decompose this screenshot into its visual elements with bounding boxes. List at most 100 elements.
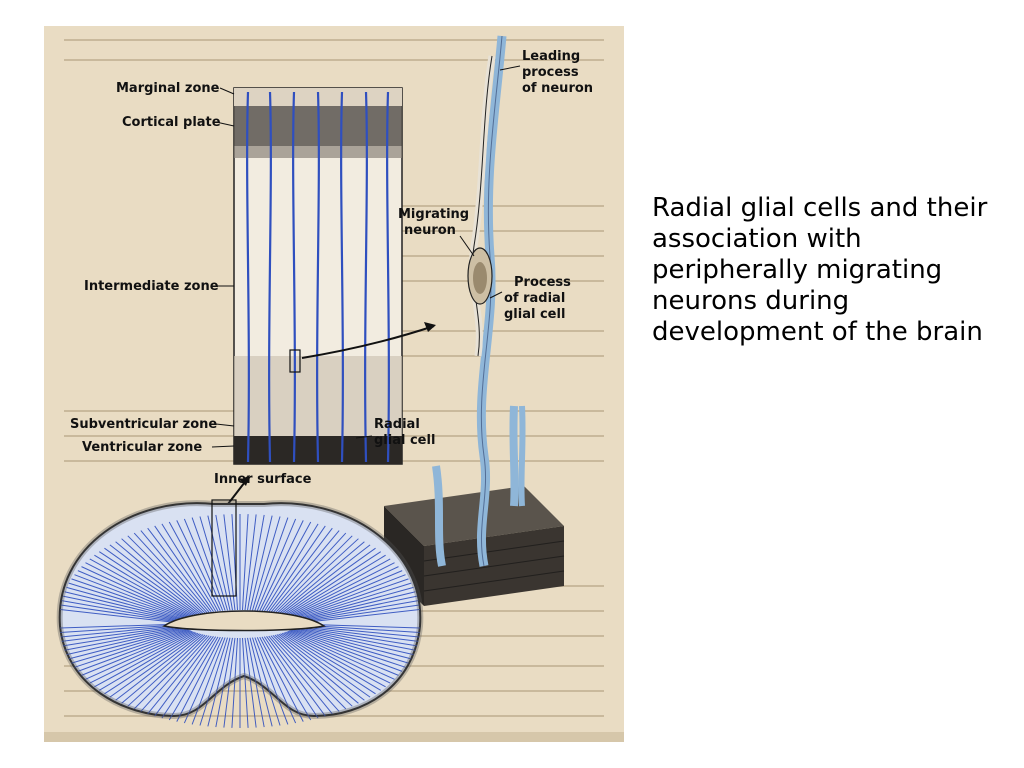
- brain-radial-ray: [60, 624, 185, 638]
- brain-radial-ray: [161, 636, 217, 719]
- brain-radial-ray: [191, 637, 226, 725]
- brain-radial-ray: [290, 570, 403, 619]
- label-process-3: glial cell: [504, 307, 565, 322]
- brain-radial-ray: [85, 630, 193, 680]
- brain-radial-ray: [81, 630, 191, 676]
- brain-radial-ray: [64, 591, 186, 622]
- brain-radial-ray: [287, 562, 395, 618]
- brain-radial-ray: [244, 514, 257, 611]
- label-leading-3: of neuron: [522, 81, 593, 96]
- radial-glial-fiber: [292, 91, 296, 463]
- brain-radial-ray: [168, 521, 219, 612]
- brain-radial-ray: [168, 636, 219, 721]
- brain-radial-ray: [231, 637, 238, 728]
- radial-glial-fiber: [364, 91, 368, 463]
- brain-radial-ray: [263, 636, 319, 719]
- brain-development-figure: Marginal zone Cortical plate Intermediat…: [44, 26, 624, 742]
- brain-radial-ray: [199, 637, 229, 726]
- brain-radial-ray: [294, 595, 418, 622]
- brain-radial-ray: [256, 518, 297, 611]
- brain-radial-ray: [71, 628, 188, 664]
- brain-radial-ray: [74, 629, 189, 668]
- brain-radial-ray: [66, 627, 187, 656]
- brain-radial-ray: [289, 566, 399, 618]
- brain-radial-ray: [62, 595, 186, 622]
- brain-radial-ray: [295, 600, 419, 623]
- brain-radial-ray: [249, 515, 273, 611]
- brain-radial-ray: [199, 516, 229, 611]
- brain-radial-ray: [109, 544, 200, 615]
- brain-radial-ray: [251, 516, 281, 611]
- brain-radial-ray: [272, 634, 347, 710]
- brain-radial-ray: [293, 627, 412, 660]
- brain-radial-ray: [59, 623, 185, 629]
- label-inner-surface: Inner surface: [214, 472, 312, 487]
- brain-radial-ray: [62, 626, 185, 647]
- brain-radial-ray: [115, 541, 202, 615]
- brain-radial-ray: [268, 527, 333, 613]
- label-process-1: Process: [514, 275, 571, 290]
- brain-radial-ray: [147, 635, 212, 715]
- label-leaders: [211, 87, 373, 448]
- brain-radial-ray: [61, 600, 185, 623]
- brain-radial-ray: [94, 554, 195, 617]
- brain-radial-ray: [161, 523, 217, 612]
- brain-radial-ray: [191, 517, 226, 611]
- brain-radial-ray: [295, 625, 419, 642]
- ventricle: [162, 610, 326, 632]
- brain-radial-ray: [270, 635, 340, 712]
- brain-radial-ray: [99, 632, 197, 691]
- brain-radial-ray: [140, 530, 210, 613]
- label-migrating-2: neuron: [404, 223, 456, 238]
- brain-radial-ray: [77, 570, 190, 619]
- label-ventricular-zone: Ventricular zone: [82, 440, 202, 455]
- label-intermediate-zone: Intermediate zone: [84, 279, 219, 294]
- brain-radial-ray: [261, 636, 312, 721]
- brain-radial-ray: [280, 544, 371, 615]
- label-leading-2: process: [522, 65, 579, 80]
- brain-radial-ray: [223, 637, 236, 728]
- brain-radial-ray: [295, 604, 420, 624]
- brain-radial-ray: [266, 636, 326, 717]
- brain-radial-ray: [242, 514, 249, 611]
- brain-radial-ray: [89, 631, 194, 684]
- brain-radial-ray: [64, 626, 186, 651]
- brain-radial-ray: [207, 637, 231, 727]
- brain-radial-ray: [247, 514, 265, 611]
- brain-radial-ray: [223, 514, 236, 611]
- brain-radial-ray: [254, 637, 289, 725]
- brain-radial-ray: [77, 629, 190, 672]
- brain-radial-ray: [71, 578, 188, 620]
- brain-radial-ray: [283, 632, 381, 691]
- brain-radial-ray: [291, 629, 406, 668]
- brain-radial-ray: [274, 535, 353, 614]
- brain-radial-ray: [242, 637, 249, 728]
- brain-radial-ray: [249, 637, 273, 727]
- brain-radial-ray: [287, 630, 395, 680]
- brain-radial-ray: [251, 637, 281, 726]
- brain-radial-ray: [293, 627, 414, 656]
- label-radial-line-2: glial cell: [374, 433, 435, 448]
- brain-radial-ray: [68, 582, 187, 621]
- brain-radial-ray: [278, 541, 365, 615]
- brain-radial-ray: [285, 631, 386, 688]
- brain-radial-ray: [154, 636, 214, 717]
- label-leading-1: Leading: [522, 49, 580, 64]
- slide-caption: Radial glial cells and their association…: [652, 193, 988, 347]
- brain-radial-ray: [244, 637, 257, 728]
- brain-radial-ray: [254, 517, 289, 611]
- brain-radial-ray: [290, 629, 403, 672]
- brain-radial-ray: [115, 633, 202, 701]
- brain-radial-ray: [60, 604, 185, 624]
- label-radial-line-1: Radial: [374, 417, 420, 432]
- brain-radial-ray: [263, 523, 319, 612]
- brain-radial-ray: [147, 527, 212, 613]
- radial-glial-fiber: [386, 91, 390, 463]
- brain-radial-ray: [268, 635, 333, 715]
- brain-radial-ray: [266, 525, 326, 612]
- radial-glial-fiber: [246, 91, 250, 463]
- brain-radial-ray: [104, 632, 199, 695]
- brain-radial-ray: [261, 521, 312, 612]
- brain-radial-ray: [133, 634, 208, 710]
- brain-radial-ray: [66, 586, 187, 621]
